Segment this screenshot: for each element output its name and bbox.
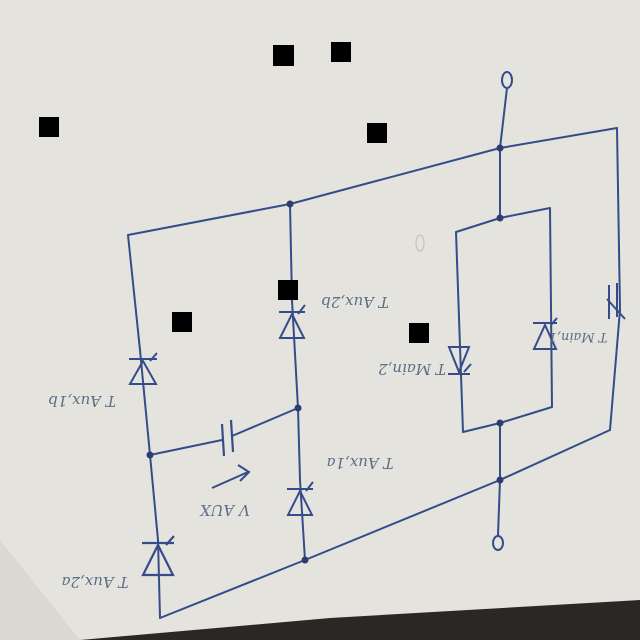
terminal-bottom bbox=[492, 535, 504, 551]
label-aux-1a: T Aux,1a bbox=[327, 454, 394, 472]
redaction-box bbox=[273, 45, 294, 66]
pencil-smudge bbox=[415, 234, 425, 252]
redaction-box bbox=[409, 323, 429, 343]
thyristor-main-2 bbox=[447, 346, 472, 375]
thyristor-right bbox=[606, 283, 626, 320]
paper-shadow bbox=[0, 540, 80, 640]
thyristor-aux-1a bbox=[286, 481, 314, 516]
label-v-aux: V AUX bbox=[199, 501, 250, 519]
label-main-2: T Main,2 bbox=[378, 360, 446, 378]
label-aux-2a: T Aux,2a bbox=[62, 573, 129, 591]
redaction-box bbox=[278, 280, 298, 300]
thyristor-aux-2a bbox=[141, 535, 175, 577]
label-main-1: T Main,1 bbox=[549, 329, 608, 344]
junction-dots bbox=[146, 144, 504, 564]
redaction-box bbox=[39, 117, 59, 137]
redaction-box bbox=[367, 123, 387, 143]
label-aux-2b: T Aux,2b bbox=[321, 293, 389, 311]
terminal-top bbox=[501, 71, 513, 89]
redaction-box bbox=[331, 42, 351, 62]
redaction-box bbox=[172, 312, 192, 332]
thyristor-aux-1b bbox=[128, 352, 158, 385]
thyristor-aux-2b bbox=[278, 304, 306, 339]
thyristor-main-1 bbox=[532, 317, 558, 350]
label-aux-1b: T Aux,1b bbox=[48, 392, 116, 410]
vaux-arrow bbox=[211, 464, 251, 489]
redaction-squares bbox=[39, 42, 429, 343]
capacitor bbox=[220, 419, 235, 457]
